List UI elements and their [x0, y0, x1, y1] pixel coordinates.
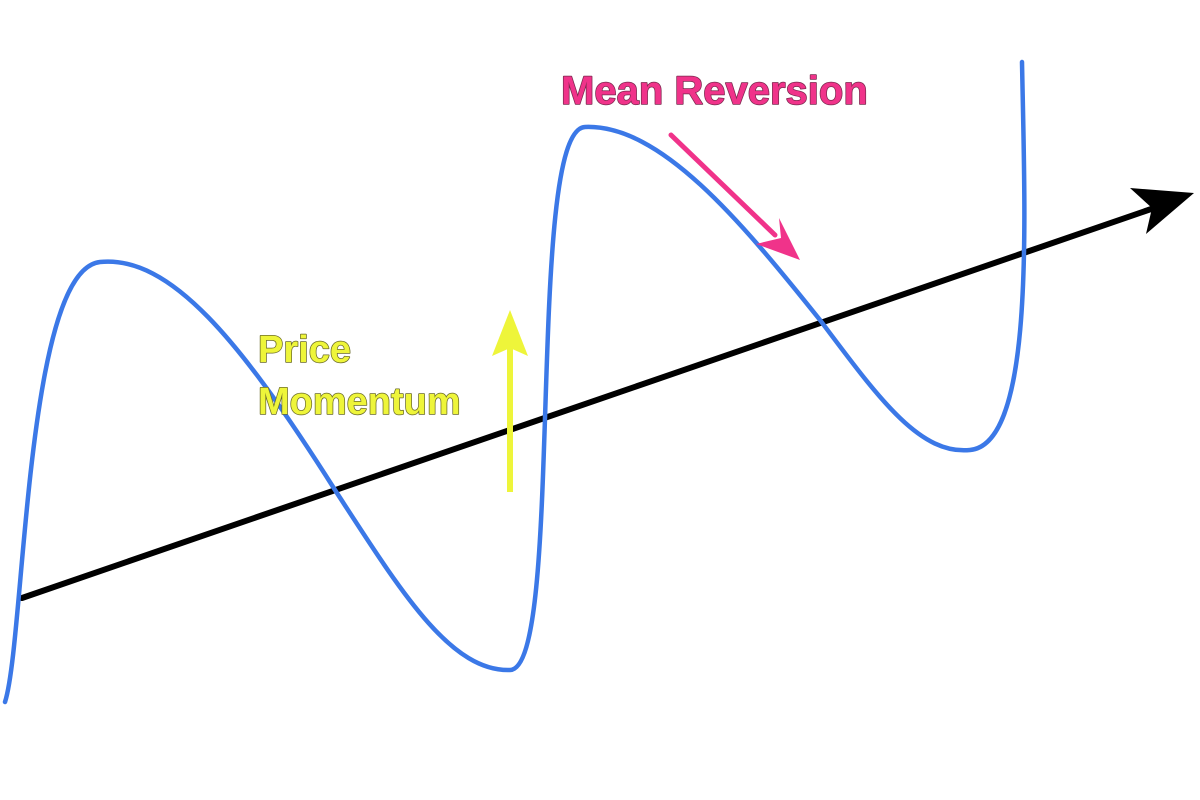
price-momentum-label-line1: Price	[258, 329, 351, 371]
momentum-arrowhead-icon	[492, 310, 528, 356]
trend-line	[19, 203, 1163, 601]
trend-arrowhead-icon	[1130, 188, 1194, 234]
mean-reversion-label: Mean Reversion	[561, 69, 868, 113]
price-momentum-label-line2: Momentum	[258, 381, 461, 423]
mean-reversion-arrowHead-icon	[756, 218, 800, 260]
price-curve	[2, 59, 1027, 705]
mean-reversion-arrow-shaft	[668, 132, 778, 238]
